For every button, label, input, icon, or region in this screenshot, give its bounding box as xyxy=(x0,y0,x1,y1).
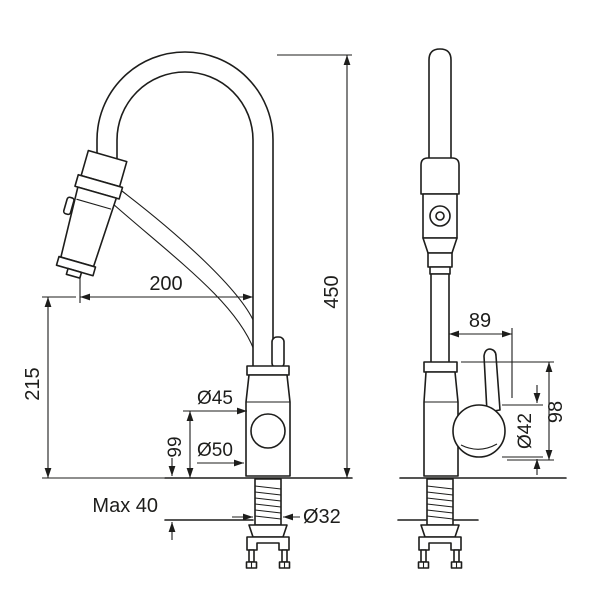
dim-label-total-height: 450 xyxy=(321,275,343,308)
spray-collar-side xyxy=(422,237,458,254)
spray-tip-side xyxy=(429,266,451,275)
faucet-body-side xyxy=(423,348,506,477)
dim-body-diameter: Ø50 xyxy=(197,440,244,467)
pulldown-hose xyxy=(103,187,255,351)
dim-label-shank-diameter: Ø32 xyxy=(303,506,341,528)
dim-spout-reach: 200 xyxy=(79,273,253,303)
faucet-body-front xyxy=(245,336,291,477)
spout-pipe-side xyxy=(428,48,452,163)
countertop-front xyxy=(42,477,353,521)
handle-cap-detail xyxy=(460,443,498,450)
dim-label-neck-diameter: Ø45 xyxy=(197,388,233,409)
dim-max-deck-thickness: Max 40 xyxy=(92,458,176,540)
dim-label-handle-diameter: Ø42 xyxy=(515,413,536,449)
riser-pipe-side xyxy=(430,273,450,367)
undermount-hardware-side xyxy=(417,478,463,569)
spout-arch xyxy=(96,51,274,369)
spray-head-tip xyxy=(55,255,97,277)
spray-head xyxy=(55,149,128,279)
dim-outlet-height: 215 xyxy=(22,296,76,478)
body-side xyxy=(423,371,459,477)
dim-neck-diameter: Ø45 xyxy=(197,388,233,409)
dim-label-handle-height: 98 xyxy=(545,401,567,423)
dim-total-height: 450 xyxy=(277,54,352,478)
handle-lever-side xyxy=(483,348,501,413)
dim-shank-diameter: Ø32 xyxy=(232,506,341,528)
dimensions: 200 450 215 99 Ø45 Ø50 Max 40 xyxy=(22,54,567,540)
spray-nozzle xyxy=(65,267,83,279)
dim-label-body-diameter: Ø50 xyxy=(197,440,233,461)
spray-button xyxy=(62,196,75,216)
spray-button-side xyxy=(429,205,451,227)
spray-head-side xyxy=(420,157,460,275)
body-sphere-detail xyxy=(250,413,286,449)
handle-lever-front xyxy=(271,336,285,369)
handle-cap-side xyxy=(452,404,506,458)
dim-label-outlet-height: 215 xyxy=(22,367,44,400)
undermount-hardware-front xyxy=(245,478,291,569)
dim-label-spout-reach: 200 xyxy=(149,273,182,295)
dim-label-max-deck: Max 40 xyxy=(92,495,158,517)
dim-handle-reach: 89 xyxy=(449,310,513,398)
dim-handle-diameter: Ø42 xyxy=(502,385,543,475)
body-collar-side xyxy=(423,361,458,373)
dim-body-height: 99 xyxy=(165,407,247,478)
front-view xyxy=(42,51,353,569)
side-view xyxy=(397,48,567,569)
dim-handle-height: 98 xyxy=(461,361,567,461)
countertop-side xyxy=(397,477,567,521)
body-collar-front xyxy=(246,365,290,376)
dim-label-body-height: 99 xyxy=(165,436,186,457)
dim-label-handle-reach: 89 xyxy=(469,310,491,332)
